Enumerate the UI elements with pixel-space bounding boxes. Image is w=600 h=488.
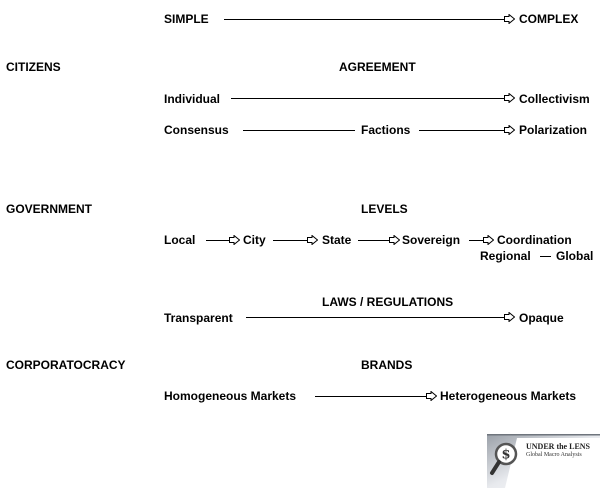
level-coordination: Coordination bbox=[497, 233, 572, 247]
global-label: Global bbox=[556, 249, 594, 263]
individual-label: Individual bbox=[164, 92, 221, 106]
arrow-icon bbox=[229, 235, 240, 245]
agreement-heading: AGREEMENT bbox=[339, 60, 416, 74]
complex-label: COMPLEX bbox=[519, 12, 579, 26]
homogeneous-heterogeneous-line bbox=[315, 396, 426, 397]
local-city-line bbox=[206, 240, 229, 241]
government-section-label: GOVERNMENT bbox=[6, 202, 93, 216]
arrow-icon bbox=[307, 235, 318, 245]
arrow-icon bbox=[389, 235, 400, 245]
level-local: Local bbox=[164, 233, 196, 247]
simple-label: SIMPLE bbox=[164, 12, 209, 26]
city-state-line bbox=[273, 240, 307, 241]
arrow-icon bbox=[426, 391, 437, 401]
logo-subtitle: Global Macro Analysis bbox=[526, 452, 582, 458]
level-state: State bbox=[322, 233, 352, 247]
brands-heading: BRANDS bbox=[361, 358, 413, 372]
corporatocracy-section-label: CORPORATOCRACY bbox=[6, 358, 126, 372]
level-sovereign: Sovereign bbox=[402, 233, 461, 247]
regional-global-line bbox=[540, 256, 551, 257]
collectivism-label: Collectivism bbox=[519, 92, 590, 106]
svg-text:$: $ bbox=[501, 448, 510, 463]
individual-collectivism-line bbox=[231, 98, 504, 99]
level-city: City bbox=[243, 233, 266, 247]
citizens-section-label: CITIZENS bbox=[6, 60, 61, 74]
polarization-label: Polarization bbox=[519, 123, 588, 137]
transparent-opaque-line bbox=[246, 317, 504, 318]
laws-regulations-heading: LAWS / REGULATIONS bbox=[322, 295, 454, 309]
homogeneous-markets-label: Homogeneous Markets bbox=[164, 389, 297, 403]
state-sovereign-line bbox=[358, 240, 389, 241]
logo-title: UNDER the LENS bbox=[526, 442, 591, 451]
arrow-icon bbox=[483, 235, 494, 245]
consensus-label: Consensus bbox=[164, 123, 229, 137]
arrow-icon bbox=[504, 312, 515, 322]
arrow-icon bbox=[504, 125, 515, 135]
levels-heading: LEVELS bbox=[361, 202, 408, 216]
factions-polarization-line bbox=[419, 130, 504, 131]
heterogeneous-markets-label: Heterogeneous Markets bbox=[440, 389, 577, 403]
magnifier-dollar-icon: $ bbox=[487, 434, 600, 488]
consensus-factions-line bbox=[243, 130, 355, 131]
simple-complex-line bbox=[224, 19, 504, 20]
opaque-label: Opaque bbox=[519, 311, 564, 325]
transparent-label: Transparent bbox=[164, 311, 233, 325]
factions-label: Factions bbox=[361, 123, 411, 137]
sovereign-coordination-line bbox=[469, 240, 483, 241]
regional-label: Regional bbox=[480, 249, 531, 263]
arrow-icon bbox=[504, 14, 515, 24]
arrow-icon bbox=[504, 93, 515, 103]
